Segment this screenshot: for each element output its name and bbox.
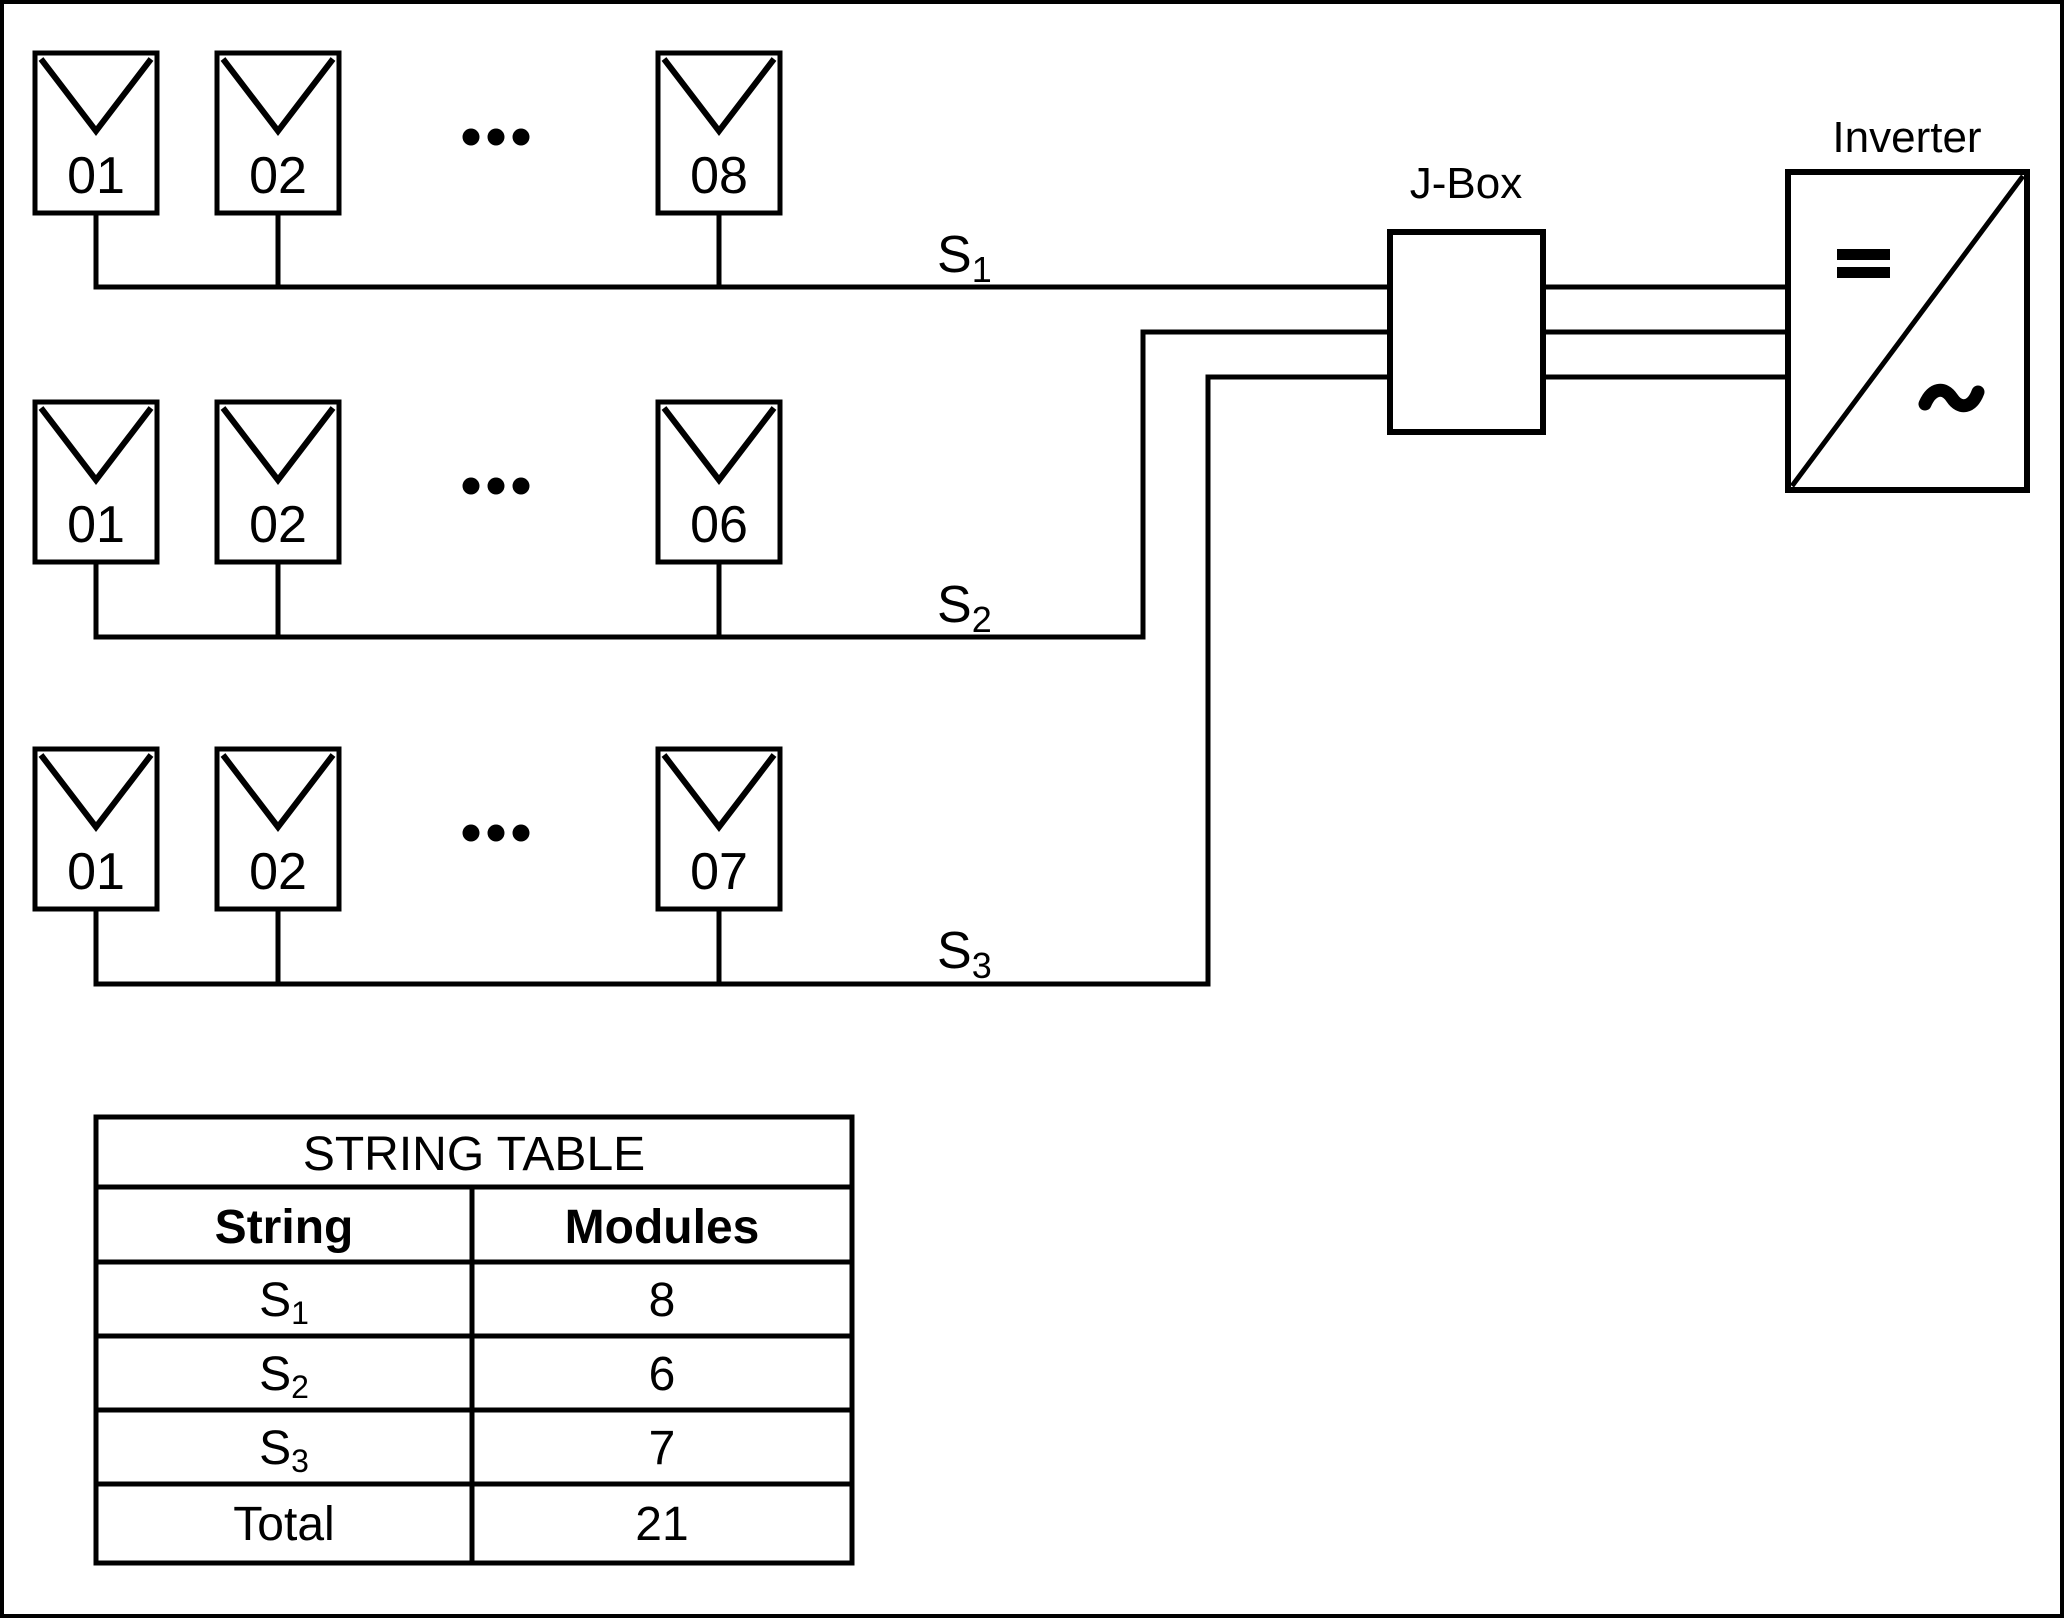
string-2: 01 02 06 S2 xyxy=(32,329,1390,640)
module-chevron-icon xyxy=(38,753,154,832)
string-name: S xyxy=(937,576,972,634)
string-3-label: S3 xyxy=(937,922,992,986)
ac-symbol-icon xyxy=(1918,383,1985,413)
table-header-string: String xyxy=(215,1201,354,1254)
string-name: S xyxy=(259,1348,291,1401)
dot xyxy=(487,128,505,146)
module-chevron-icon xyxy=(38,406,154,485)
pv-module: 01 xyxy=(32,746,160,912)
table-cell-string: Total xyxy=(233,1498,334,1551)
table-cell-string: S3 xyxy=(259,1422,309,1479)
inverter-diagonal xyxy=(1789,174,2026,488)
module-label: 01 xyxy=(67,843,125,901)
string-3: 01 02 07 S3 xyxy=(32,374,1390,987)
string-name: S xyxy=(937,226,972,284)
table-cell-modules: 6 xyxy=(649,1348,676,1401)
module-chevron-icon xyxy=(661,406,777,485)
string-2-label: S2 xyxy=(937,576,992,640)
module-chevron-icon xyxy=(661,57,777,136)
dc-bar xyxy=(1837,267,1890,278)
junction-box: J-Box xyxy=(1387,159,1546,435)
module-label: 02 xyxy=(249,843,307,901)
ellipsis-icon xyxy=(462,477,530,495)
module-label: 08 xyxy=(690,147,748,205)
string-subscript: 1 xyxy=(291,1295,309,1331)
pv-module: 01 xyxy=(32,399,160,565)
string-name: S xyxy=(937,922,972,980)
inverter-label: Inverter xyxy=(1832,113,1981,162)
jbox-box xyxy=(1387,229,1546,435)
ellipsis-icon xyxy=(462,824,530,842)
string-subscript: 1 xyxy=(972,249,992,290)
dot xyxy=(512,128,530,146)
string-table: STRING TABLE String Modules S1 8 S2 6 S3… xyxy=(93,1114,855,1566)
table-cell-modules: 21 xyxy=(635,1498,688,1551)
module-chevron-icon xyxy=(220,753,336,832)
pv-module: 02 xyxy=(214,50,342,216)
dot xyxy=(487,824,505,842)
module-label: 01 xyxy=(67,496,125,554)
inverter: Inverter xyxy=(1785,113,2030,493)
pv-module: 07 xyxy=(655,746,783,912)
table-title: STRING TABLE xyxy=(303,1128,645,1181)
dot xyxy=(512,824,530,842)
module-label: 01 xyxy=(67,147,125,205)
pv-module: 06 xyxy=(655,399,783,565)
table-header-modules: Modules xyxy=(565,1201,760,1254)
string-2-bus-wire xyxy=(93,329,1390,640)
string-subscript: 3 xyxy=(972,945,992,986)
dc-symbol-icon xyxy=(1837,249,1890,278)
string-1-bus-wire xyxy=(93,213,1390,290)
table-cell-string: S1 xyxy=(259,1274,309,1331)
pv-module: 02 xyxy=(214,746,342,912)
dc-bar xyxy=(1837,249,1890,260)
module-label: 02 xyxy=(249,147,307,205)
string-1-label: S1 xyxy=(937,226,992,290)
string-subscript: 2 xyxy=(291,1369,309,1405)
table-cell-string: S2 xyxy=(259,1348,309,1405)
jbox-label: J-Box xyxy=(1410,159,1522,208)
module-chevron-icon xyxy=(38,57,154,136)
dot xyxy=(462,477,480,495)
string-3-bus-wire xyxy=(93,374,1390,987)
dot xyxy=(487,477,505,495)
pv-module: 02 xyxy=(214,399,342,565)
module-label: 02 xyxy=(249,496,307,554)
module-chevron-icon xyxy=(220,57,336,136)
string-1: 01 02 08 S1 xyxy=(32,50,1390,290)
pv-module: 01 xyxy=(32,50,160,216)
module-chevron-icon xyxy=(220,406,336,485)
total-label: Total xyxy=(233,1498,334,1551)
pv-module: 08 xyxy=(655,50,783,216)
table-cell-modules: 8 xyxy=(649,1274,676,1327)
module-chevron-icon xyxy=(661,753,777,832)
table-cell-modules: 7 xyxy=(649,1422,676,1475)
module-label: 06 xyxy=(690,496,748,554)
dot xyxy=(512,477,530,495)
string-subscript: 2 xyxy=(972,599,992,640)
string-name: S xyxy=(259,1274,291,1327)
ellipsis-icon xyxy=(462,128,530,146)
dot xyxy=(462,824,480,842)
string-subscript: 3 xyxy=(291,1443,309,1479)
dot xyxy=(462,128,480,146)
module-label: 07 xyxy=(690,843,748,901)
string-name: S xyxy=(259,1422,291,1475)
